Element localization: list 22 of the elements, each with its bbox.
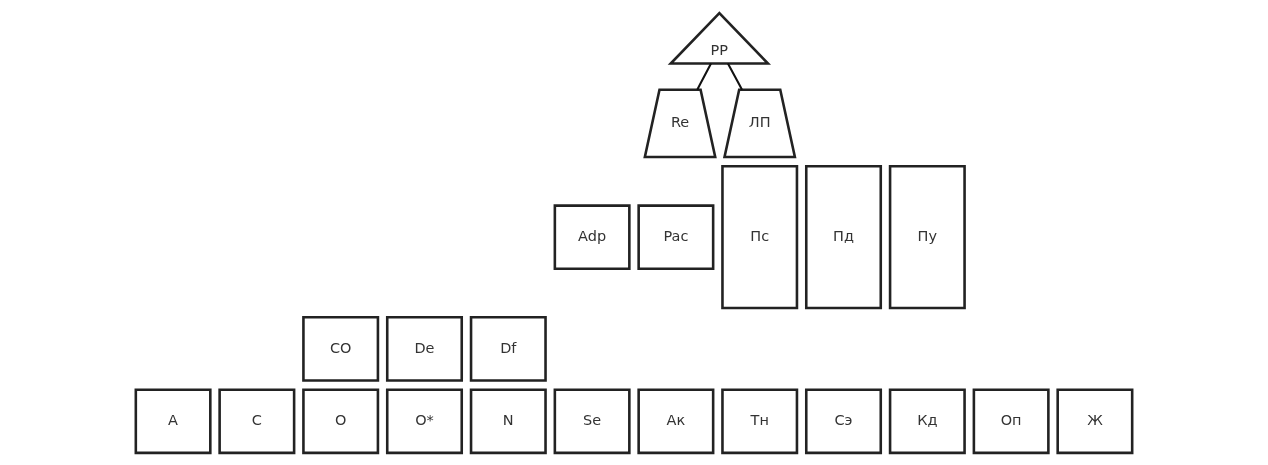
node-box: Adp	[553, 203, 631, 270]
node-box: Pac	[637, 203, 715, 270]
node-box: Df	[469, 315, 547, 382]
node-box: Пс	[721, 164, 799, 309]
connector	[696, 62, 712, 90]
node-box: Пу	[888, 164, 966, 309]
node-box: Сэ	[804, 387, 883, 454]
node-box: Кд	[888, 387, 966, 454]
node-box: Ак	[637, 387, 715, 454]
node-box: Ж	[1056, 387, 1134, 454]
node-box: O*	[385, 387, 464, 454]
connector	[727, 62, 743, 90]
node-box: CO	[302, 315, 380, 382]
node-box: O	[302, 387, 380, 454]
node-box: C	[218, 387, 296, 454]
node-box: Тн	[721, 387, 799, 454]
node-box: Оп	[972, 387, 1050, 454]
node-box: N	[469, 387, 547, 454]
node-box: De	[385, 315, 464, 382]
node-box: Se	[553, 387, 631, 454]
node-box: Пд	[804, 164, 883, 309]
node-box: A	[134, 387, 212, 454]
